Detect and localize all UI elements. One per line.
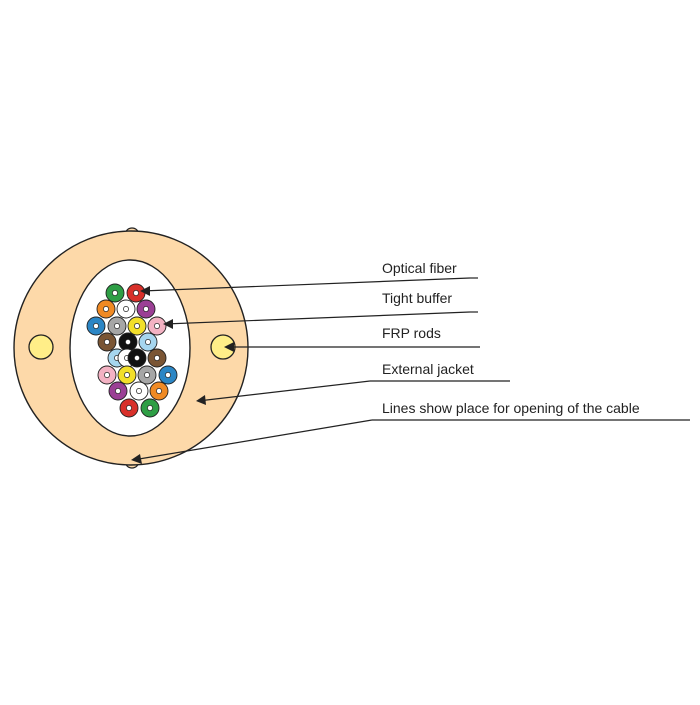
- optical-fiber-core: [154, 323, 160, 329]
- optical-fiber-core: [145, 339, 151, 345]
- optical-fiber-core: [134, 323, 140, 329]
- optical-fiber-core: [123, 306, 129, 312]
- fiber: [147, 316, 167, 336]
- label-optical-fiber: Optical fiber: [382, 260, 457, 276]
- fiber: [126, 283, 146, 303]
- optical-fiber-core: [112, 290, 118, 296]
- fiber: [118, 332, 138, 352]
- fiber: [86, 316, 106, 336]
- optical-fiber-core: [104, 339, 110, 345]
- optical-fiber-core: [133, 290, 139, 296]
- arrow-heads: [131, 286, 234, 464]
- optical-fiber-core: [144, 372, 150, 378]
- leader-external-jacket: [197, 380, 371, 402]
- arrow-tight-buffer-icon: [163, 319, 173, 329]
- optical-fiber-core: [124, 372, 130, 378]
- leader-lines: [132, 277, 690, 461]
- optical-fiber-core: [115, 388, 121, 394]
- optical-fiber-core: [126, 405, 132, 411]
- arrow-optical-fiber-icon: [140, 286, 150, 296]
- leader-tight-buffer: [164, 311, 471, 325]
- leader-optical-fiber: [141, 277, 471, 292]
- fiber: [108, 381, 128, 401]
- fiber: [97, 332, 117, 352]
- label-opening-lines: Lines show place for opening of the cabl…: [382, 400, 640, 416]
- fiber: [107, 316, 127, 336]
- label-tight-buffer: Tight buffer: [382, 290, 452, 306]
- fiber: [149, 381, 169, 401]
- fiber: [105, 283, 125, 303]
- optical-fiber-core: [134, 355, 140, 361]
- fiber: [117, 365, 137, 385]
- optical-fiber-core: [136, 388, 142, 394]
- fiber: [137, 365, 157, 385]
- fiber: [136, 299, 156, 319]
- fiber: [96, 299, 116, 319]
- optical-fiber-core: [147, 405, 153, 411]
- fiber: [138, 332, 158, 352]
- arrow-external-jacket-icon: [196, 395, 206, 405]
- optical-fiber-core: [125, 339, 131, 345]
- arrow-frp-rods-icon: [224, 342, 234, 352]
- fiber: [147, 348, 167, 368]
- arrow-opening-lines-icon: [131, 454, 142, 464]
- fiber-bundle: [86, 283, 178, 418]
- frp-rod-left: [28, 334, 54, 360]
- fiber: [119, 398, 139, 418]
- optical-fiber-core: [114, 323, 120, 329]
- optical-fiber-core: [154, 355, 160, 361]
- fiber: [116, 299, 136, 319]
- fiber: [158, 365, 178, 385]
- optical-fiber-core: [165, 372, 171, 378]
- optical-fiber-core: [104, 372, 110, 378]
- fiber: [127, 348, 147, 368]
- optical-fiber-core: [93, 323, 99, 329]
- fiber: [140, 398, 160, 418]
- optical-fiber-core: [143, 306, 149, 312]
- leader-opening-lines: [132, 419, 373, 461]
- optical-fiber-core: [156, 388, 162, 394]
- fiber: [127, 316, 147, 336]
- label-frp-rods: FRP rods: [382, 325, 441, 341]
- label-external-jacket: External jacket: [382, 361, 474, 377]
- fiber: [97, 365, 117, 385]
- fiber: [129, 381, 149, 401]
- optical-fiber-core: [103, 306, 109, 312]
